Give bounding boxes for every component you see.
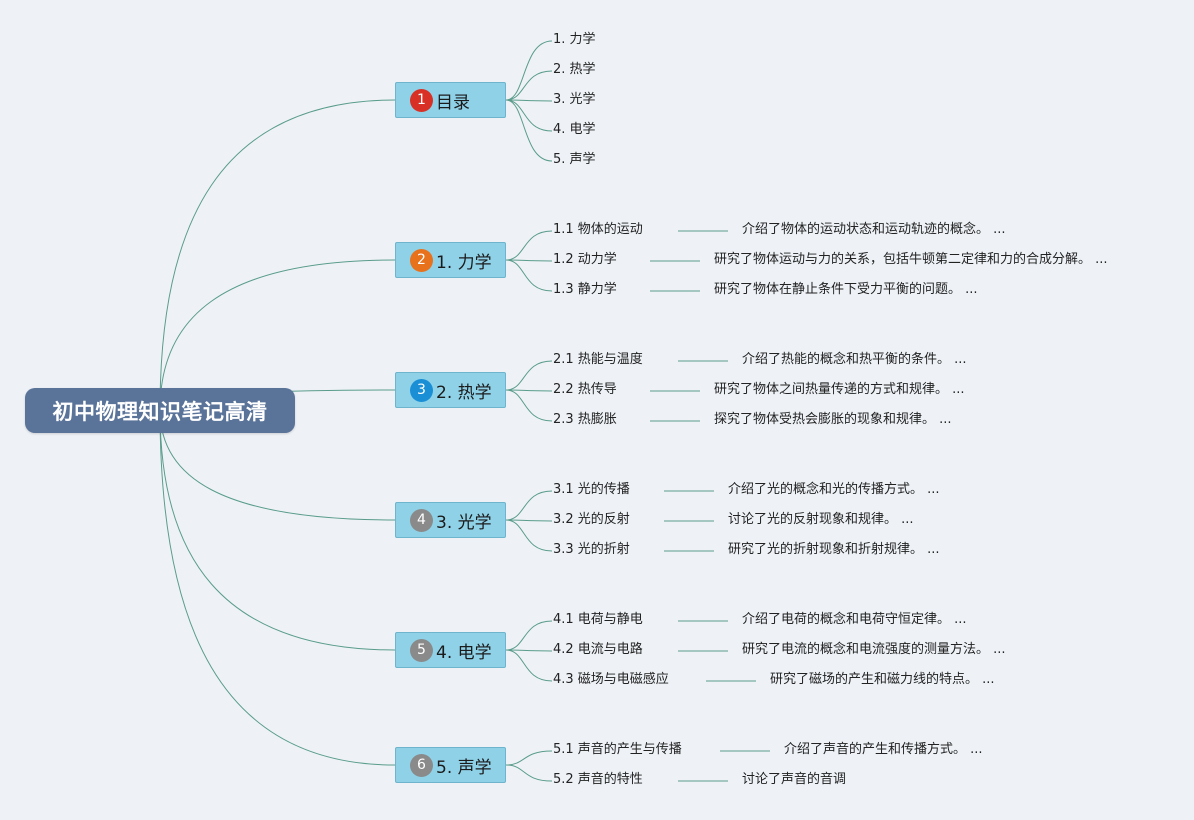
branch-topic-label: 5. 声学	[436, 757, 492, 778]
root-connector	[159, 259, 396, 411]
branch-connector	[505, 649, 553, 682]
branch-number-badge: 3	[410, 378, 433, 402]
subtopic-description[interactable]: 介绍了物体的运动状态和运动轨迹的概念。 ...	[742, 222, 1006, 237]
branch-connector	[505, 99, 553, 162]
subtopic[interactable]: 3.3 光的折射	[553, 542, 630, 557]
root-connector	[159, 409, 396, 521]
branch-connector	[505, 750, 553, 766]
subtopic[interactable]: 1.3 静力学	[553, 282, 617, 297]
branch-number-badge: 1	[410, 88, 433, 112]
branch-connector	[505, 389, 553, 392]
branch-topic-label: 目录	[436, 92, 470, 113]
subtopic[interactable]: 2.2 热传导	[553, 382, 617, 397]
branch-connector	[505, 99, 553, 132]
root-connector	[159, 409, 396, 651]
branch-topic-label: 1. 力学	[436, 252, 492, 273]
root-topic[interactable]: 初中物理知识笔记高清	[25, 388, 295, 433]
branch-connector	[505, 99, 553, 102]
branch-connector	[505, 649, 553, 652]
subtopic-description[interactable]: 研究了物体运动与力的关系，包括牛顿第二定律和力的合成分解。 ...	[714, 252, 1108, 267]
subtopic-description[interactable]: 探究了物体受热会膨胀的现象和规律。 ...	[714, 412, 952, 427]
branch-connector	[505, 519, 553, 522]
branch-number-badge: 2	[410, 248, 433, 272]
subtopic[interactable]: 1.1 物体的运动	[553, 222, 643, 237]
subtopic[interactable]: 5.2 声音的特性	[553, 772, 643, 787]
subtopic[interactable]: 3.2 光的反射	[553, 512, 630, 527]
subtopic-description[interactable]: 研究了光的折射现象和折射规律。 ...	[728, 542, 940, 557]
branch-topic-label: 4. 电学	[436, 642, 492, 663]
subtopic[interactable]: 4. 电学	[553, 122, 596, 137]
branch-connector	[505, 259, 553, 292]
branch-connector	[505, 519, 553, 552]
subtopic-description[interactable]: 讨论了声音的音调	[742, 772, 847, 787]
subtopic-description[interactable]: 介绍了光的概念和光的传播方式。 ...	[728, 482, 940, 497]
branch-connector	[505, 360, 553, 391]
branch-connector	[505, 389, 553, 422]
branch-connector	[505, 259, 553, 262]
branch-connector	[505, 490, 553, 521]
branch-number-badge: 6	[410, 753, 433, 777]
subtopic-description[interactable]: 讨论了光的反射现象和规律。 ...	[728, 512, 914, 527]
subtopic-description[interactable]: 介绍了声音的产生和传播方式。 ...	[784, 742, 983, 757]
branch-connector	[505, 40, 553, 101]
subtopic[interactable]: 5. 声学	[553, 152, 596, 167]
subtopic[interactable]: 1. 力学	[553, 32, 596, 47]
root-connector	[159, 409, 396, 766]
root-topic-label: 初中物理知识笔记高清	[52, 399, 268, 424]
subtopic[interactable]: 3. 光学	[553, 92, 596, 107]
subtopic[interactable]: 4.3 磁场与电磁感应	[553, 672, 669, 687]
subtopic-description[interactable]: 研究了电流的概念和电流强度的测量方法。 ...	[742, 642, 1006, 657]
subtopic[interactable]: 2.1 热能与温度	[553, 352, 643, 367]
branch-topic-label: 3. 光学	[436, 512, 492, 533]
branch-topic-label: 2. 热学	[436, 382, 492, 403]
subtopic[interactable]: 2.3 热膨胀	[553, 412, 617, 427]
subtopic-description[interactable]: 研究了物体之间热量传递的方式和规律。 ...	[714, 382, 965, 397]
branch-connector	[505, 620, 553, 651]
root-connector	[159, 99, 396, 411]
subtopic[interactable]: 2. 热学	[553, 62, 596, 77]
branch-number-badge: 4	[410, 508, 433, 532]
subtopic-description[interactable]: 研究了物体在静止条件下受力平衡的问题。 ...	[714, 282, 978, 297]
subtopic-description[interactable]: 研究了磁场的产生和磁力线的特点。 ...	[770, 672, 995, 687]
subtopic[interactable]: 5.1 声音的产生与传播	[553, 742, 682, 757]
subtopic-description[interactable]: 介绍了热能的概念和热平衡的条件。 ...	[742, 352, 967, 367]
branch-connector	[505, 764, 553, 782]
subtopic-description[interactable]: 介绍了电荷的概念和电荷守恒定律。 ...	[742, 612, 967, 627]
subtopic[interactable]: 4.2 电流与电路	[553, 642, 643, 657]
subtopic[interactable]: 4.1 电荷与静电	[553, 612, 643, 627]
subtopic[interactable]: 1.2 动力学	[553, 252, 617, 267]
branch-connector	[505, 230, 553, 261]
branch-number-badge: 5	[410, 638, 433, 662]
branch-connector	[505, 70, 553, 101]
subtopic[interactable]: 3.1 光的传播	[553, 482, 630, 497]
